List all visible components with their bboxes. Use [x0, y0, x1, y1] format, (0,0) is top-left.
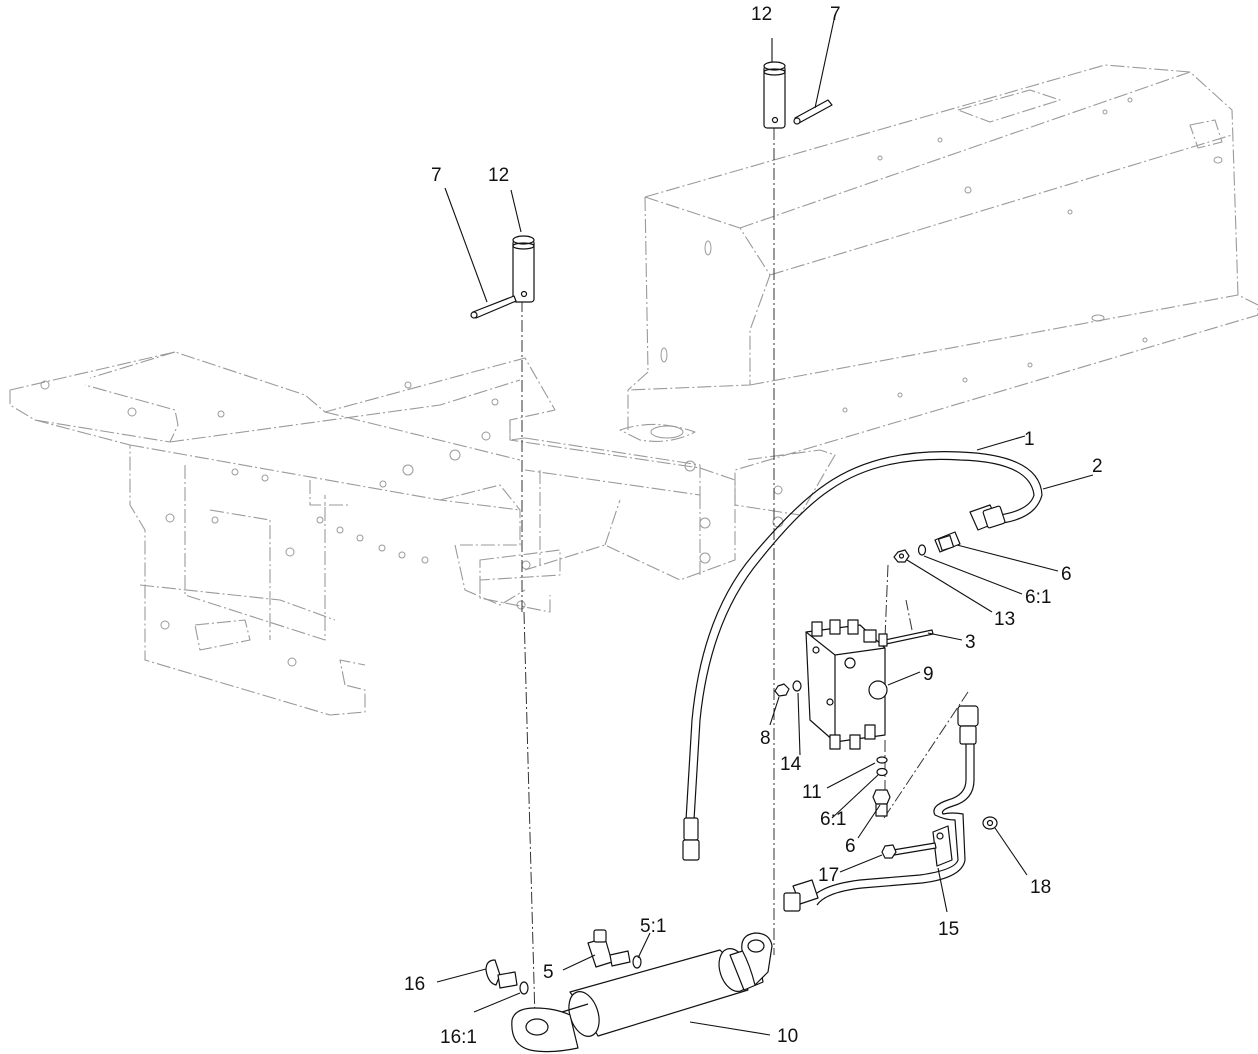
callout-5-1: 5:1 [640, 916, 666, 937]
callout-12-right: 12 [751, 4, 772, 25]
assembly-centerlines [521, 128, 969, 1021]
leader-lines [436, 14, 1094, 1036]
elbow-fitting-5 [587, 929, 631, 968]
callout-12-left: 12 [488, 165, 509, 186]
callout-8: 8 [760, 728, 771, 749]
hydraulic-tube [783, 705, 979, 912]
control-valve [805, 619, 888, 750]
washer-14 [792, 680, 802, 692]
o-ring-6-1-lower [876, 767, 888, 777]
o-ring-5-1 [632, 955, 642, 969]
fitting-6-upper [934, 531, 961, 553]
cotter-pin-right [793, 99, 833, 125]
clevis-pin-left [512, 235, 535, 303]
phantom-frame-right [627, 64, 1258, 516]
callout-2: 2 [1092, 456, 1103, 477]
hydraulic-cylinder [511, 932, 773, 1053]
callout-10: 10 [777, 1026, 798, 1047]
bolt-17 [881, 842, 937, 859]
callout-17: 17 [818, 865, 839, 886]
nut-18 [982, 816, 998, 830]
callout-15: 15 [938, 919, 959, 940]
callout-6-top: 6 [1061, 564, 1072, 585]
callout-6-1-top: 6:1 [1025, 587, 1051, 608]
callout-labels: 12 7 7 12 2 6 6:1 13 3 9 8 14 1 11 6:1 6… [404, 4, 1103, 1048]
callout-16: 16 [404, 974, 425, 995]
callout-7-left: 7 [431, 165, 442, 186]
callout-1: 1 [1024, 429, 1035, 450]
callout-9: 9 [923, 664, 934, 685]
nut-13 [893, 549, 910, 563]
callout-5: 5 [543, 962, 554, 983]
callout-3: 3 [965, 632, 976, 653]
clevis-pin-right [763, 61, 786, 129]
callout-18: 18 [1030, 877, 1051, 898]
phantom-frame-left [9, 351, 784, 716]
callout-6-1-bottom: 6:1 [820, 809, 846, 830]
washer-11 [876, 756, 888, 764]
tube-clamp-15 [932, 825, 953, 867]
bolt-3 [878, 629, 934, 647]
elbow-fitting-16 [485, 959, 518, 989]
callout-6-bottom: 6 [845, 836, 856, 857]
o-ring-6-1-upper [917, 544, 927, 556]
callout-16-1: 16:1 [440, 1027, 477, 1048]
callout-13: 13 [994, 609, 1015, 630]
callout-14: 14 [780, 754, 802, 775]
fitting-6-lower [872, 789, 891, 817]
nut-8 [774, 683, 790, 697]
hydraulic-hose [682, 451, 1043, 861]
callout-7-right: 7 [830, 4, 841, 25]
callout-11: 11 [802, 782, 822, 803]
cotter-pin-left [470, 295, 517, 319]
o-ring-16-1 [519, 981, 529, 995]
